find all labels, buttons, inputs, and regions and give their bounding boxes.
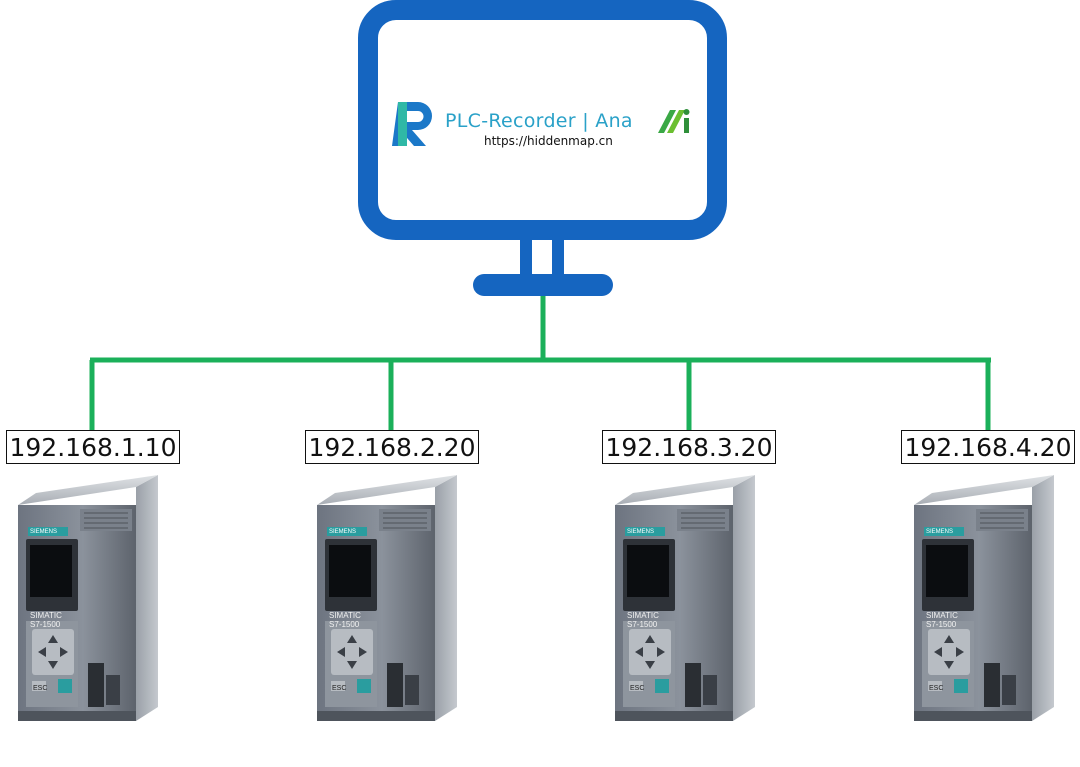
r-logo-icon	[392, 102, 432, 146]
plc-1-model-line2: S7-1500	[30, 620, 61, 629]
plc-4-model-line2: S7-1500	[926, 620, 957, 629]
plc-2-brand: SIEMENS	[329, 529, 356, 535]
monitor	[358, 0, 727, 296]
ai-logo-icon	[658, 109, 690, 133]
app-name: PLC-Recorder | Ana	[445, 110, 633, 132]
ip-label-plc-1: 192.168.1.10	[6, 430, 180, 464]
plc-1-model-line1: SIMATIC	[30, 611, 62, 620]
plc-3-model-line2: S7-1500	[627, 620, 658, 629]
network-lines	[89, 296, 991, 430]
plc-1-esc: ESC	[33, 685, 47, 692]
plc-labels: SIEMENS SIMATIC S7-1500 ESC SIEMENS SIMA…	[30, 529, 958, 692]
plc-3-model-line1: SIMATIC	[627, 611, 659, 620]
plc-1-brand: SIEMENS	[30, 529, 57, 535]
plc-2-model-line2: S7-1500	[329, 620, 360, 629]
plc-4-model-line1: SIMATIC	[926, 611, 958, 620]
plc-3-brand: SIEMENS	[627, 529, 654, 535]
ip-label-plc-3: 192.168.3.20	[602, 430, 776, 464]
plc-4-brand: SIEMENS	[926, 529, 953, 535]
ip-label-plc-2: 192.168.2.20	[305, 430, 479, 464]
plc-2-esc: ESC	[332, 685, 346, 692]
app-url: https://hiddenmap.cn	[484, 134, 613, 148]
plc-3-esc: ESC	[630, 685, 644, 692]
ip-label-plc-4: 192.168.4.20	[901, 430, 1075, 464]
plc-4-esc: ESC	[929, 685, 943, 692]
plc-2-model-line1: SIMATIC	[329, 611, 361, 620]
